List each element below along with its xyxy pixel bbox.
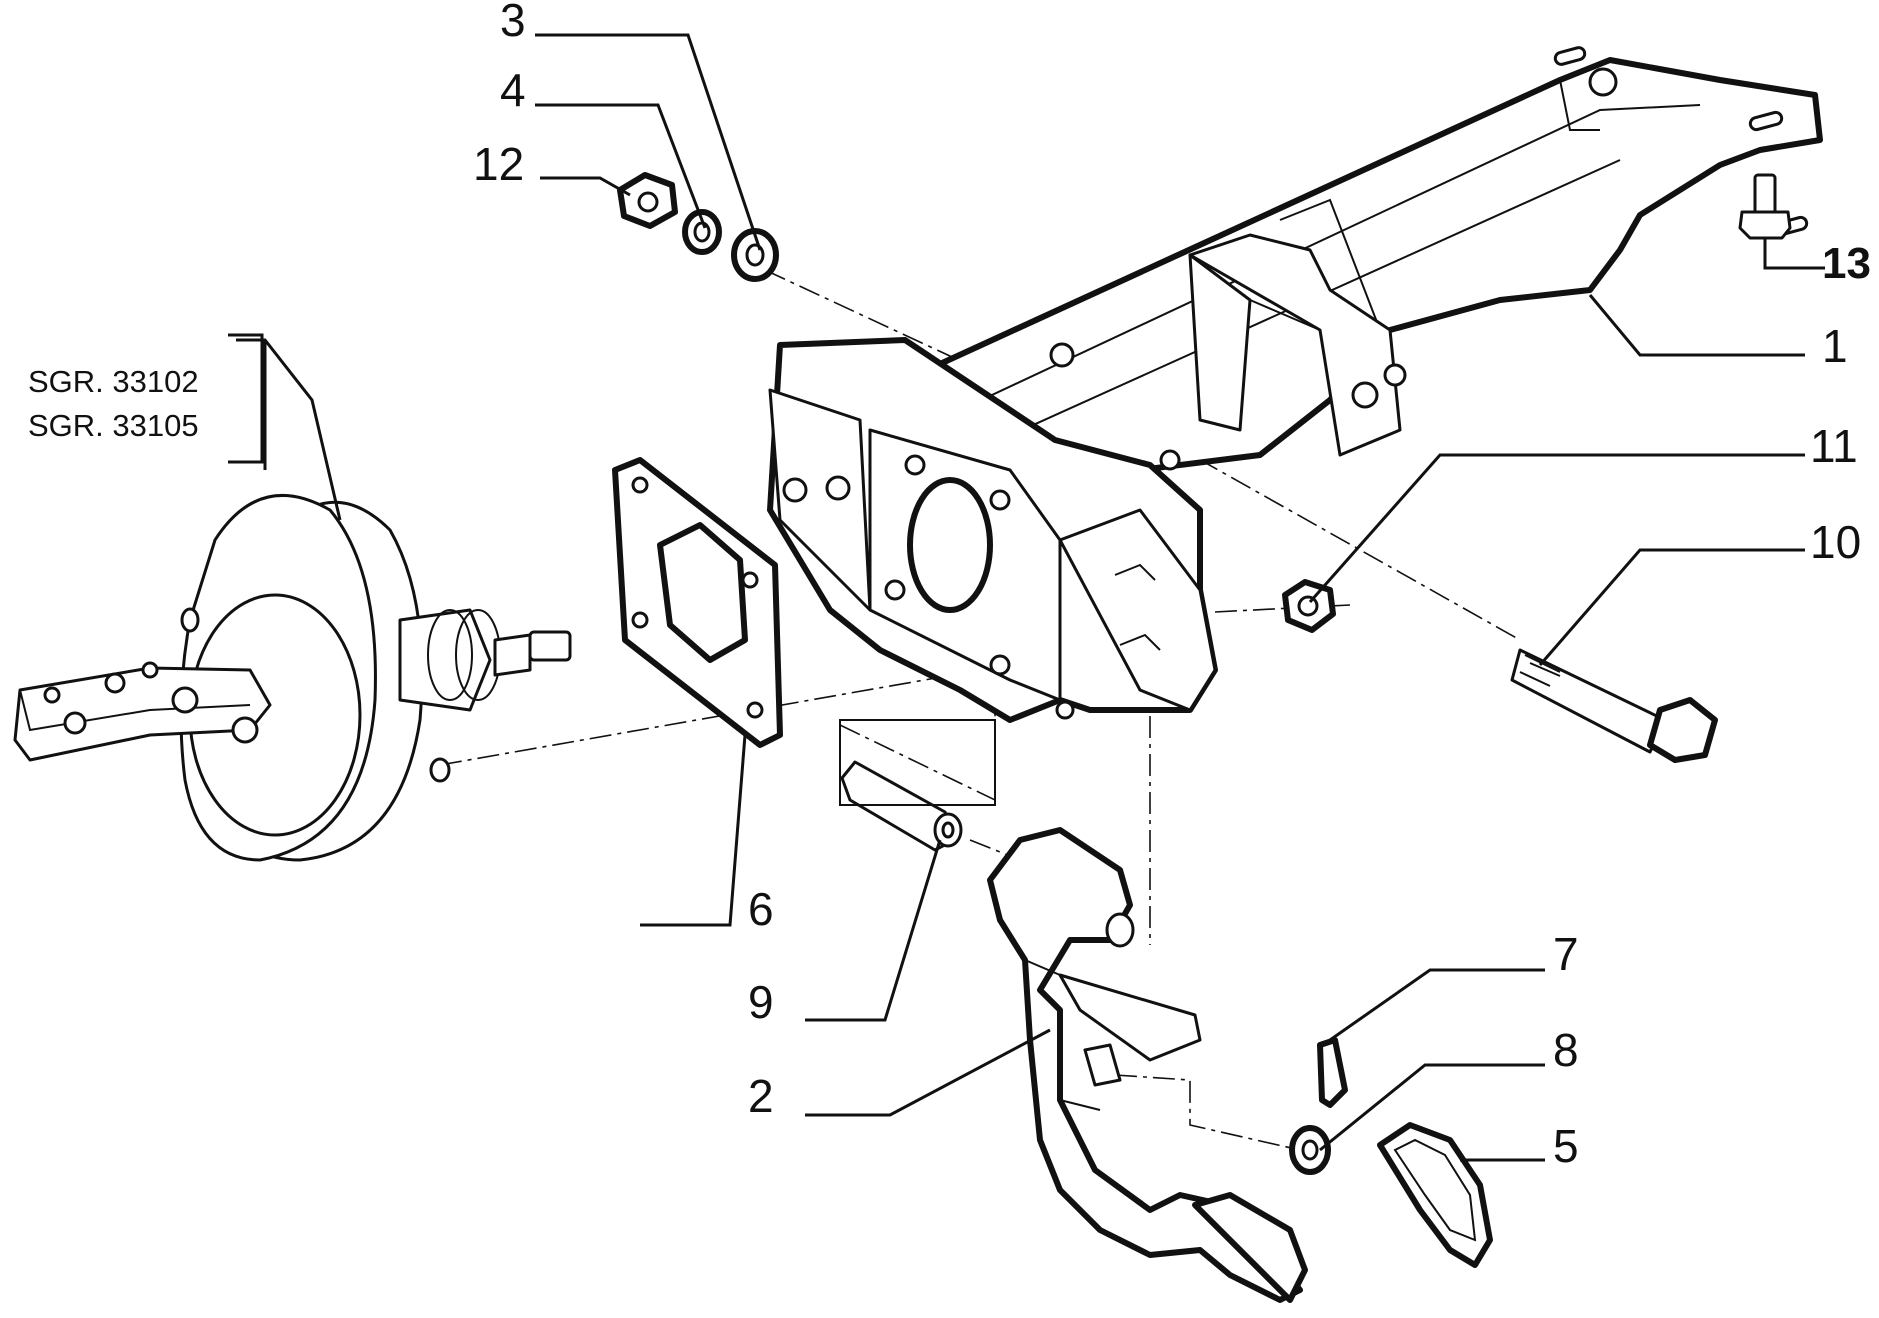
part-9-bushing — [839, 719, 996, 852]
callout-13: 13 — [1822, 239, 1871, 288]
callout-labels: 3 4 12 13 1 11 10 6 7 9 8 2 5 — [473, 0, 1871, 1172]
part-10-long-bolt — [1510, 648, 1718, 763]
brake-booster-assembly — [13, 494, 572, 862]
callout-9: 9 — [748, 976, 774, 1028]
callout-4: 4 — [500, 64, 526, 116]
callout-12: 12 — [473, 138, 524, 190]
callout-10: 10 — [1810, 516, 1861, 568]
part-7-clip — [1317, 1037, 1348, 1108]
part-13-bolt — [1738, 173, 1825, 270]
part-11-nut — [1282, 579, 1336, 633]
parts-12-4-3-fasteners — [617, 172, 779, 282]
reference-line-2: SGR. 33105 — [28, 408, 199, 443]
part-1-pedal-bracket — [767, 46, 1823, 723]
callout-3: 3 — [500, 0, 526, 46]
reference-line-1: SGR. 33102 — [28, 364, 199, 399]
callout-7: 7 — [1553, 928, 1579, 980]
callout-1: 1 — [1822, 320, 1848, 372]
part-5-pedal-pad — [1377, 1122, 1493, 1268]
part-2-pedal — [987, 827, 1308, 1303]
callout-5: 5 — [1553, 1120, 1579, 1172]
callout-2: 2 — [748, 1070, 774, 1122]
callout-6: 6 — [748, 883, 774, 935]
part-6-gasket — [612, 457, 783, 748]
callout-8: 8 — [1553, 1024, 1579, 1076]
reference-codes: SGR. 33102 SGR. 33105 — [28, 364, 199, 443]
part-8-washer — [1289, 1125, 1331, 1175]
callout-11: 11 — [1810, 420, 1858, 472]
leader-lines — [228, 33, 1805, 1162]
